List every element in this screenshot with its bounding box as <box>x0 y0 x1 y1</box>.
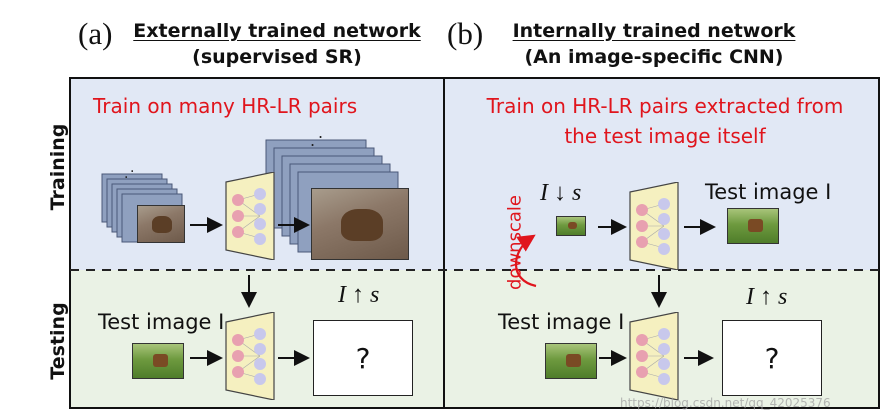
panel-a-test-label: Test image I <box>98 310 225 334</box>
panel-b-tag: (b) <box>447 16 484 51</box>
panel-a-output-label: I ↑ s <box>338 282 380 308</box>
panel-b-target-image <box>727 208 779 244</box>
panel-a-test-image <box>132 343 184 379</box>
panel-b-input-label: I ↓ s <box>540 180 582 206</box>
panel-b-output-box: ? <box>722 320 822 396</box>
svg-text:.: . <box>124 168 128 182</box>
hr-training-image <box>311 188 409 260</box>
panel-b-test-image <box>545 343 597 379</box>
panel-a-header: Externally trained network (supervised S… <box>122 18 432 70</box>
panel-b-header: Internally trained network (An image-spe… <box>494 18 814 70</box>
lr-training-image <box>137 205 185 243</box>
panel-b-subtitle: (An image-specific CNN) <box>524 46 784 68</box>
panel-b-train-caption-line2: the test image itself <box>564 124 766 148</box>
svg-text:.: . <box>310 131 315 150</box>
panel-b-downscaled-image <box>556 216 586 236</box>
network-b-train <box>629 182 679 270</box>
downscale-label: downscale <box>504 195 526 290</box>
network-a-test <box>225 312 275 400</box>
panel-b-title: Internally trained network <box>512 20 796 42</box>
panel-b-output-label: I ↑ s <box>746 284 788 310</box>
panel-a-subtitle: (supervised SR) <box>192 46 362 68</box>
panel-a-output-box: ? <box>313 320 413 396</box>
panel-b-test-label: Test image I <box>498 310 625 334</box>
network-a-train <box>225 172 275 260</box>
network-b-test <box>629 312 679 400</box>
panel-b-target-label: Test image I <box>705 180 832 204</box>
panel-a-train-caption: Train on many HR-LR pairs <box>93 94 358 118</box>
panel-a-title: Externally trained network <box>133 20 421 42</box>
watermark: https://blog.csdn.net/qq_42025376 <box>620 396 831 410</box>
panel-b-train-caption-line1: Train on HR-LR pairs extracted from <box>486 94 844 118</box>
svg-text:.: . <box>130 168 134 176</box>
svg-text:.: . <box>318 130 323 142</box>
panel-a-tag: (a) <box>78 16 113 51</box>
